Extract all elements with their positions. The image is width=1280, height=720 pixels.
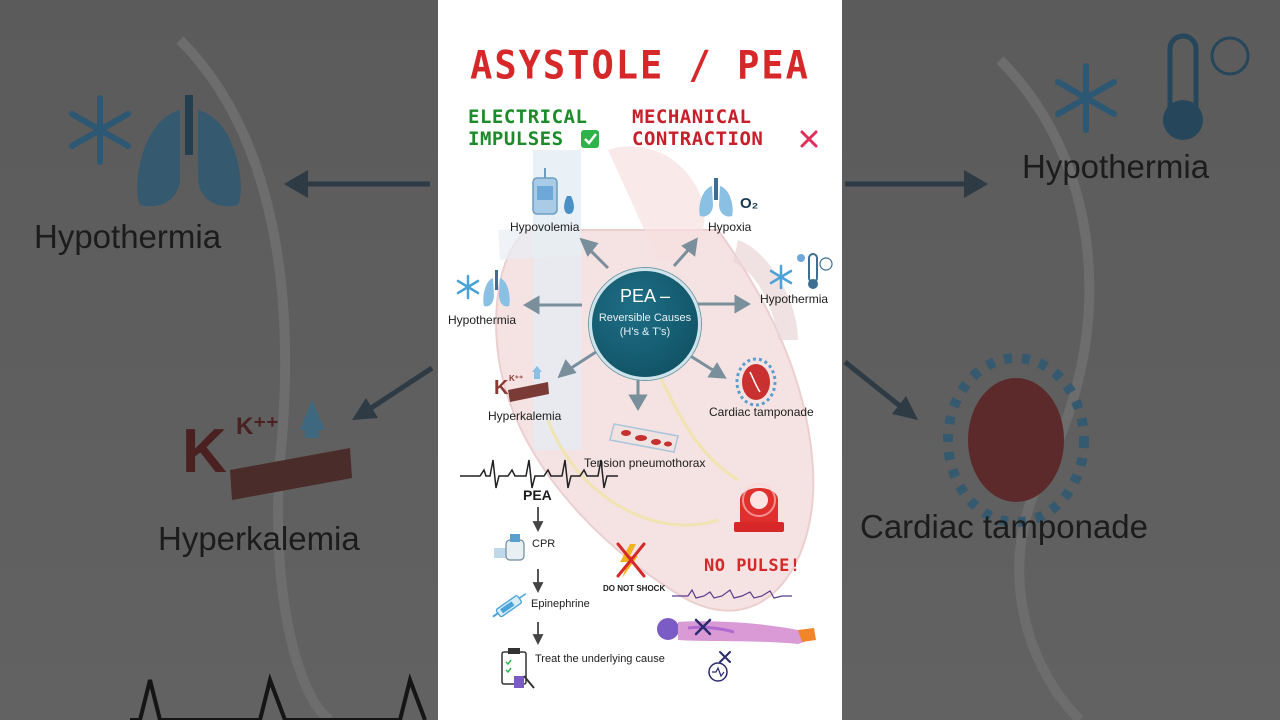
syringe-icon <box>492 593 527 618</box>
infographic-card: ASYSTOLE / PEA ELECTRICAL IMPULSES MECHA… <box>438 0 842 720</box>
bg-arrow-right-top <box>845 170 988 198</box>
pea-center-node: PEA – Reversible Causes (H's & T's) <box>589 268 701 380</box>
bg-lungs-icon <box>137 95 241 207</box>
lungs-o2-icon <box>699 178 733 217</box>
label-cardiac-tamponade: Cardiac tamponade <box>709 405 814 419</box>
center-title: PEA – <box>619 286 671 306</box>
mechanical-line-2: CONTRACTION <box>632 128 764 150</box>
cross-icon <box>800 130 818 148</box>
center-subtitle: Reversible Causes (H's & T's) <box>592 311 698 339</box>
flow-cpr: CPR <box>532 538 556 550</box>
potassium-kplus: K⁺⁺ <box>509 374 524 383</box>
cpr-hands-icon <box>494 534 525 561</box>
bg-label-tamponade: Cardiac tamponade <box>860 508 1149 545</box>
bg-potassium-icon <box>230 400 352 500</box>
label-hyperkalemia: Hyperkalemia <box>488 409 562 423</box>
clipboard-icon <box>501 648 535 689</box>
ecg-trace <box>460 459 618 489</box>
flow-pea: PEA <box>523 487 552 503</box>
mechanical-contraction-header: MECHANICAL CONTRACTION <box>632 106 763 150</box>
bg-label-hypothermia-left: Hypothermia <box>34 218 222 255</box>
flow-epinephrine: Epinephrine <box>531 598 590 610</box>
label-tension-pneumothorax: Tension pneumothorax <box>584 456 706 470</box>
iv-bag-icon <box>532 168 574 215</box>
electrical-impulses-header: ELECTRICAL IMPULSES <box>468 106 587 150</box>
bg-snowflake-right-icon <box>1055 63 1117 133</box>
bg-label-hypothermia-right: Hypothermia <box>1022 148 1210 185</box>
check-icon <box>581 130 599 148</box>
heart-illustration <box>456 130 833 689</box>
label-hypoxia: Hypoxia <box>708 220 752 234</box>
hypothermia-right-icon <box>769 253 833 290</box>
mechanical-line-1: MECHANICAL <box>632 106 752 128</box>
bg-potassium-k: K <box>182 417 227 486</box>
bg-arrow-left-bottom <box>352 365 434 420</box>
page-title: ASYSTOLE / PEA <box>470 42 810 89</box>
do-not-shock-label: DO NOT SHOCK <box>603 584 666 593</box>
electrical-line-1: ELECTRICAL <box>468 106 588 128</box>
bg-potassium-kplus: K⁺⁺ <box>236 413 279 440</box>
blood-vessel-icon <box>609 423 679 453</box>
flow-arrows <box>532 507 544 646</box>
bg-thermometer-icon <box>1163 33 1250 140</box>
no-shock-icon <box>616 542 646 578</box>
hypothermia-left-icon <box>456 270 510 307</box>
label-hypothermia-left: Hypothermia <box>448 313 517 327</box>
bg-snowflake-icon <box>69 95 131 165</box>
bg-ecg-trace <box>130 673 427 720</box>
label-hypovolemia: Hypovolemia <box>510 220 580 234</box>
o2-symbol: O₂ <box>740 195 759 212</box>
bg-label-hyperkalemia: Hyperkalemia <box>158 520 360 557</box>
pulseless-trace <box>672 588 792 599</box>
no-pulse-label: NO PULSE! <box>704 556 801 576</box>
label-hypothermia-right: Hypothermia <box>760 292 829 306</box>
potassium-k: K <box>494 377 509 399</box>
center-subtitle-line-2: (H's & T's) <box>619 326 671 338</box>
bg-arrow-right-bottom <box>843 360 918 420</box>
center-subtitle-line-1: Reversible Causes <box>598 312 692 324</box>
flow-treat-cause: Treat the underlying cause <box>535 653 665 665</box>
siren-icon <box>734 483 784 532</box>
bg-arrow-left-top <box>284 170 430 198</box>
potassium-icon <box>508 366 549 402</box>
bg-heart-icon <box>943 353 1089 527</box>
electrical-line-2: IMPULSES <box>468 128 564 150</box>
unresponsive-patient-icon <box>657 618 816 682</box>
heart-tamponade-icon <box>735 357 777 407</box>
